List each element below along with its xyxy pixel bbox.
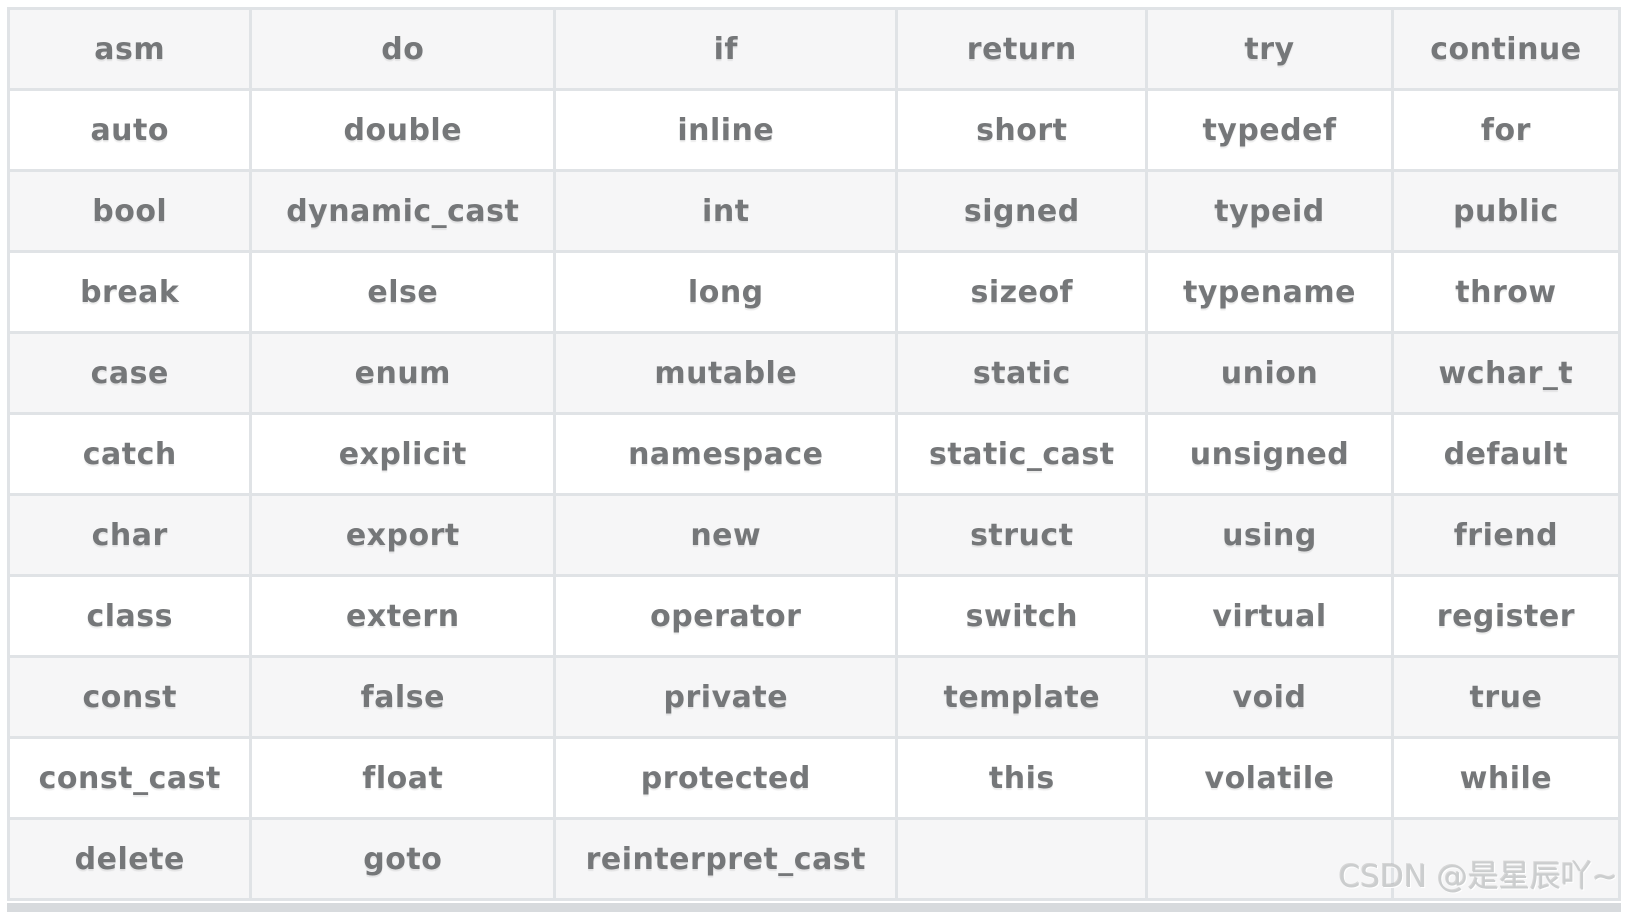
keyword-cell: delete	[6, 817, 253, 901]
keyword-cell: friend	[1390, 493, 1622, 577]
keyword-cell: const_cast	[6, 736, 253, 820]
keyword-cell: return	[895, 7, 1149, 91]
keyword-cell: mutable	[553, 331, 899, 415]
keyword-cell: long	[553, 250, 899, 334]
keyword-cell: void	[1145, 655, 1394, 739]
keyword-cell: auto	[6, 88, 253, 172]
keyword-cell: reinterpret_cast	[553, 817, 899, 901]
keyword-cell: struct	[895, 493, 1149, 577]
keyword-cell: static	[895, 331, 1149, 415]
empty-cell	[1390, 817, 1622, 901]
keyword-cell: protected	[553, 736, 899, 820]
empty-cell	[1145, 817, 1394, 901]
keyword-cell: export	[249, 493, 557, 577]
keyword-cell: template	[895, 655, 1149, 739]
keyword-cell: if	[553, 7, 899, 91]
keyword-cell: enum	[249, 331, 557, 415]
keyword-cell: signed	[895, 169, 1149, 253]
keyword-cell: float	[249, 736, 557, 820]
keyword-cell: wchar_t	[1390, 331, 1622, 415]
keyword-cell: unsigned	[1145, 412, 1394, 496]
keyword-cell: namespace	[553, 412, 899, 496]
keyword-cell: using	[1145, 493, 1394, 577]
table-bottom-border	[7, 903, 1621, 912]
keyword-cell: const	[6, 655, 253, 739]
keyword-cell: public	[1390, 169, 1622, 253]
keyword-cell: typename	[1145, 250, 1394, 334]
keyword-cell: switch	[895, 574, 1149, 658]
keyword-cell: default	[1390, 412, 1622, 496]
keyword-cell: false	[249, 655, 557, 739]
keyword-cell: break	[6, 250, 253, 334]
keyword-cell: catch	[6, 412, 253, 496]
keyword-cell: this	[895, 736, 1149, 820]
keyword-cell: typeid	[1145, 169, 1394, 253]
keyword-cell: short	[895, 88, 1149, 172]
keyword-cell: do	[249, 7, 557, 91]
keyword-cell: else	[249, 250, 557, 334]
keyword-cell: throw	[1390, 250, 1622, 334]
keyword-cell: private	[553, 655, 899, 739]
keyword-cell: explicit	[249, 412, 557, 496]
keyword-cell: operator	[553, 574, 899, 658]
keyword-cell: asm	[6, 7, 253, 91]
keyword-cell: goto	[249, 817, 557, 901]
keyword-cell: char	[6, 493, 253, 577]
keyword-cell: while	[1390, 736, 1622, 820]
keyword-cell: inline	[553, 88, 899, 172]
keyword-cell: register	[1390, 574, 1622, 658]
keyword-cell: for	[1390, 88, 1622, 172]
keyword-cell: case	[6, 331, 253, 415]
keyword-cell: class	[6, 574, 253, 658]
keyword-cell: try	[1145, 7, 1394, 91]
empty-cell	[895, 817, 1149, 901]
keyword-cell: true	[1390, 655, 1622, 739]
keyword-cell: static_cast	[895, 412, 1149, 496]
keyword-cell: union	[1145, 331, 1394, 415]
keyword-cell: volatile	[1145, 736, 1394, 820]
keyword-cell: sizeof	[895, 250, 1149, 334]
keyword-cell: dynamic_cast	[249, 169, 557, 253]
keyword-cell: new	[553, 493, 899, 577]
keyword-cell: typedef	[1145, 88, 1394, 172]
keyword-cell: double	[249, 88, 557, 172]
keyword-cell: extern	[249, 574, 557, 658]
keyword-cell: virtual	[1145, 574, 1394, 658]
keyword-cell: int	[553, 169, 899, 253]
keyword-cell: continue	[1390, 7, 1622, 91]
keyword-cell: bool	[6, 169, 253, 253]
